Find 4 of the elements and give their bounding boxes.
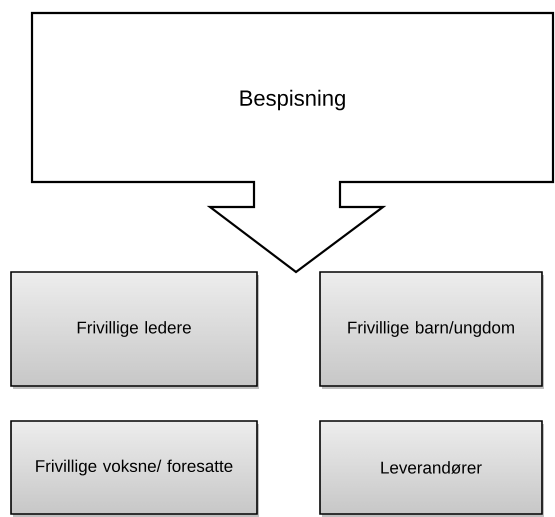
process-box: Frivillige voksne/ foresatte	[10, 420, 259, 517]
process-box: Frivillige ledere	[10, 271, 259, 389]
process-box: Frivillige barn/ungdom	[319, 271, 544, 389]
process-box: Leverandører	[319, 420, 544, 517]
